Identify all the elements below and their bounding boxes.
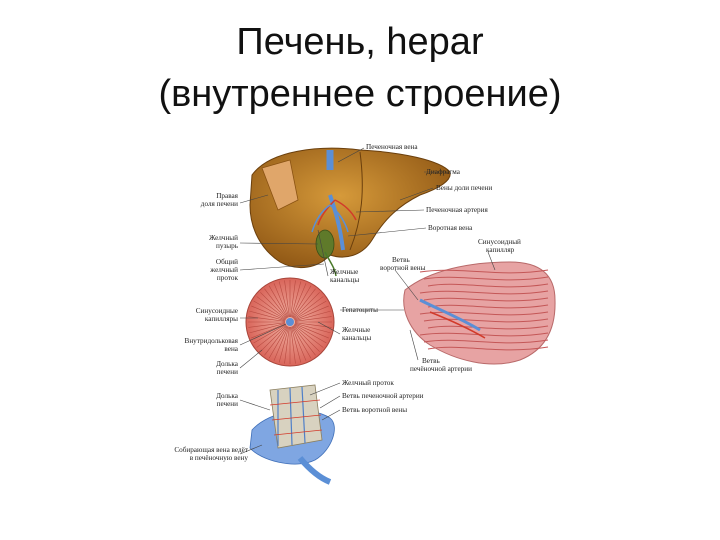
liver-lobule-cross-section [245,277,335,367]
label-hepatic-veins: Печеночная вена [366,143,418,151]
diagram-labels: Печеночная вена Диафрагма Вены доли пече… [174,143,521,462]
label-hepatic-artery: Печеночная артерия [426,206,488,214]
leader-lines [239,147,496,455]
liver-illustration [249,147,451,277]
label-left-lobe-veins: Вены доли печени [436,184,492,192]
label-hepatocytes: Гепатоциты [342,306,378,314]
hepatic-tissue-fragment [403,261,556,365]
lobule-block-illustration [249,384,335,485]
page-title-line-1: Печень, hepar [236,21,484,63]
label-hepatic-artery-branch-2: Ветвь печеночной артерии [342,392,424,400]
label-portal-branch-2: Ветвь воротной вены [342,406,407,414]
label-diaphragm: Диафрагма [426,168,461,176]
page-title-line-2: (внутреннее строение) [158,73,562,115]
label-portal-vein: Воротная вена [428,224,473,232]
label-bile-duct: Желчный проток [342,379,394,387]
